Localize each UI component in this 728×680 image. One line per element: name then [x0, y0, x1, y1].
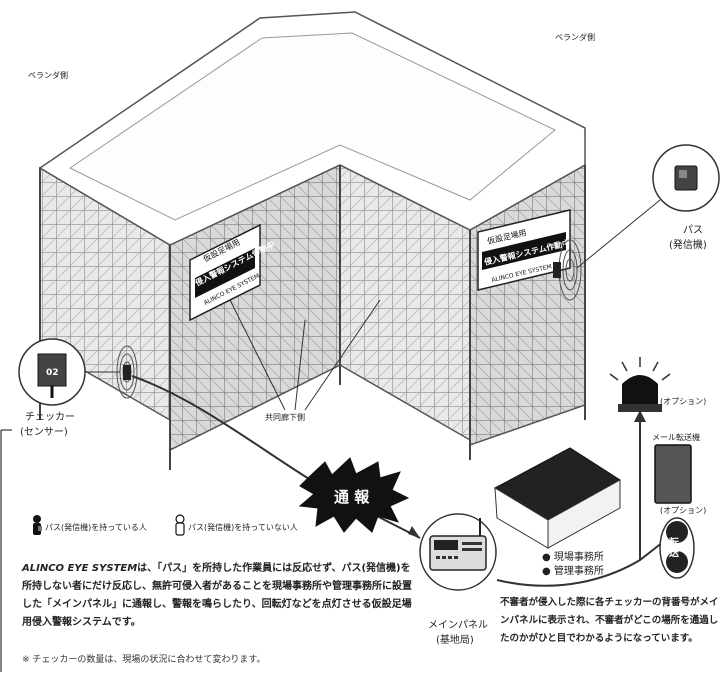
label-corridor: 共同廊下側: [265, 413, 305, 422]
sensor-right: [553, 239, 582, 301]
legend-icon-without-pass: [175, 514, 185, 536]
checker-subtitle: (センサー): [20, 427, 68, 438]
roof-inner: [69, 32, 556, 221]
description-brand: ALINCO EYE SYSTEM: [22, 563, 138, 574]
description-text: は、「パス」を所持した作業員には反応せず、パス(発信機)を所持しない者にだけ反応…: [22, 563, 412, 628]
legend-icon-with-pass: [33, 515, 42, 535]
report-label: 通 報: [334, 488, 370, 506]
pass-subtitle: (発信機): [669, 240, 707, 251]
main-panel-title: メインパネル: [428, 620, 488, 631]
checker-title: チェッカー: [25, 412, 75, 423]
main-panel-subtitle: (基地局): [436, 635, 474, 646]
transfer-badge: [659, 517, 695, 579]
mgmt-office-label: ● 管理事務所: [542, 566, 604, 577]
revolving-light: [609, 357, 671, 412]
site-office-label: ● 現場事務所: [542, 552, 604, 563]
corridor-pointers: [229, 299, 381, 411]
mail-transfer-device: [654, 444, 692, 504]
checker-device: [37, 353, 67, 387]
quantity-note: ※ チェッカーの数量は、現場の状況に合わせて変わります。: [22, 655, 266, 665]
label-veranda-right: ベランダ側: [555, 33, 595, 42]
pass-title: パス: [683, 225, 703, 236]
description-paragraph: ALINCO EYE SYSTEMは、「パス」を所持した作業員には反応せず、パス…: [22, 560, 417, 632]
legend-with-pass: パス(発信機)を持っている人: [45, 523, 147, 532]
transfer-line: [496, 534, 673, 587]
transfer-label: 転送: [667, 536, 680, 558]
right-note: 不審者が侵入した際に各チェッカーの背番号がメインパネルに表示され、不審者がどこの…: [500, 597, 719, 644]
label-veranda-left: ベランダ側: [28, 71, 68, 80]
pass-callout-line: [576, 199, 661, 269]
report-starburst: [298, 457, 410, 533]
checker-number: 02: [46, 368, 59, 378]
office-building: [493, 447, 621, 549]
warning-banner-left: [189, 223, 261, 322]
legend-without-pass: パス(発信機)を持っていない人: [188, 523, 298, 532]
option-label-light: (オプション): [660, 397, 707, 406]
mail-unit-label: メール転送機: [652, 433, 700, 442]
warning-banner-right: [477, 209, 571, 291]
option-label-mail: (オプション): [660, 506, 707, 515]
